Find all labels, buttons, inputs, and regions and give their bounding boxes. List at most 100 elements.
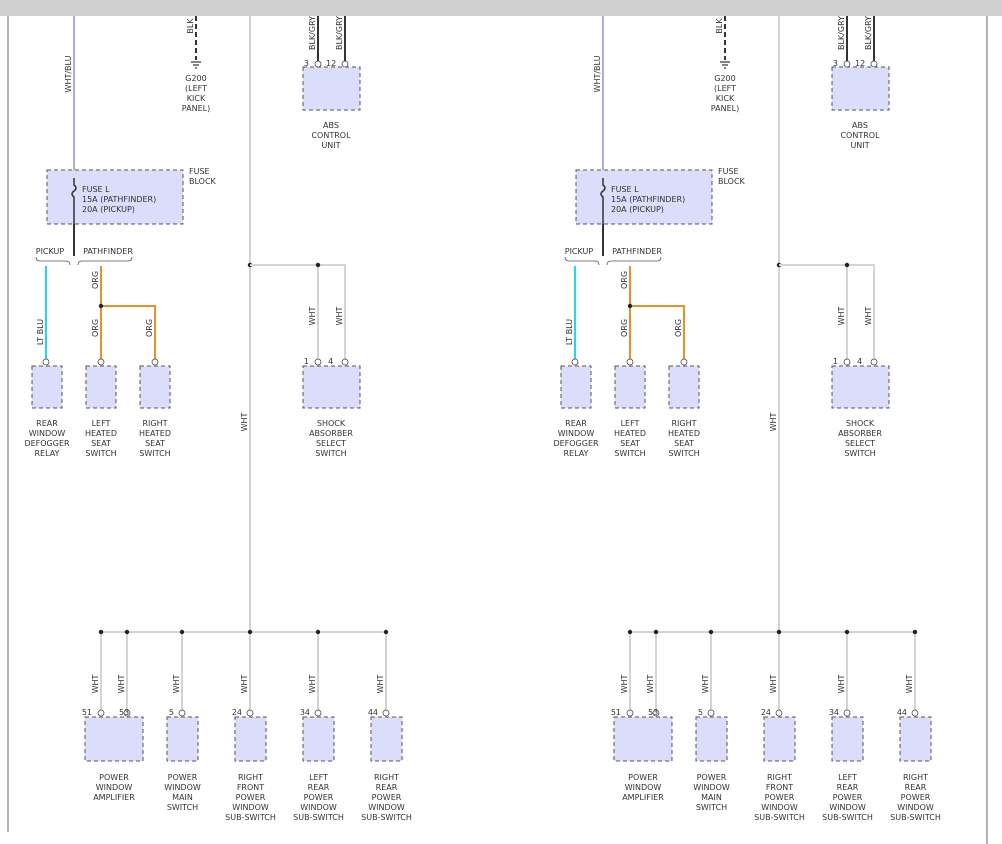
pw-amplifier-label: POWER: [99, 773, 129, 782]
branch-brace: [35, 256, 71, 266]
rr-sub-label: RIGHT: [903, 773, 928, 782]
fuse-rating: 15A (PATHFINDER): [82, 195, 156, 204]
abs-pin-label: 12: [855, 59, 865, 68]
splice-dot: [912, 629, 918, 635]
right-heated-label: SEAT: [674, 439, 694, 448]
abs-control-unit-label: ABS: [852, 121, 868, 130]
rr-sub-label: SUB-SWITCH: [361, 813, 412, 822]
connector-pin: [341, 60, 349, 68]
fuse-block-label: BLOCK: [718, 177, 746, 186]
pw-amplifier-pin-label: 51: [82, 708, 92, 717]
pw-amplifier: [613, 716, 673, 762]
branch-brace: [606, 256, 662, 266]
splice-dot: [776, 629, 782, 635]
rr-sub-label: WINDOW: [897, 803, 934, 812]
lr-sub-label: SUB-SWITCH: [822, 813, 873, 822]
lr-sub-label: POWER: [304, 793, 334, 802]
branch-label-pickup: PICKUP: [36, 247, 65, 256]
splice-dot: [124, 629, 130, 635]
pw-amplifier-pin-label: 53: [648, 708, 658, 717]
rf-sub-label: WINDOW: [232, 803, 269, 812]
pw-amplifier-label: WINDOW: [96, 783, 133, 792]
lr-sub-label: SUB-SWITCH: [293, 813, 344, 822]
ground-name: G200: [185, 74, 206, 83]
left-heated: [85, 365, 117, 409]
wire-label-wht: WHT: [837, 674, 846, 693]
right-heated: [668, 365, 700, 409]
fuse-name: FUSE L: [82, 185, 110, 194]
connector-pin: [652, 709, 660, 717]
abs-pin-label: 3: [833, 59, 838, 68]
connector-pin: [123, 709, 131, 717]
shock-absorber-select-switch: [302, 365, 361, 409]
right-heated-label: SWITCH: [668, 449, 699, 458]
ground-location: PANEL): [182, 104, 210, 113]
shock-absorber-select-switch-label: SWITCH: [844, 449, 875, 458]
connector-pin: [911, 709, 919, 717]
rf-sub-label: POWER: [236, 793, 266, 802]
connector-pin: [626, 709, 634, 717]
wire-label-lt-blu: LT BLU: [565, 319, 574, 345]
connector-pin: [707, 709, 715, 717]
wire-label-org: ORG: [91, 319, 100, 337]
rf-sub-label: WINDOW: [761, 803, 798, 812]
rf-sub: [234, 716, 267, 762]
wire-label-wht-blu: WHT/BLU: [593, 55, 602, 92]
splice-dot: [98, 629, 104, 635]
rf-sub-label: FRONT: [766, 783, 793, 792]
wire-label-wht: WHT: [117, 674, 126, 693]
wire-label-blk-gry: BLK/GRY: [335, 16, 344, 50]
wire-label-wht: WHT: [769, 412, 778, 431]
defogger-label: DEFOGGER: [24, 439, 70, 448]
rf-sub-label: FRONT: [237, 783, 264, 792]
rf-sub-pin-label: 24: [761, 708, 771, 717]
fuse-block: [575, 169, 713, 225]
splice-dot: [315, 262, 321, 268]
wire-label-wht: WHT: [240, 674, 249, 693]
connector-pin: [870, 60, 878, 68]
connector-pin: [178, 709, 186, 717]
defogger-label: WINDOW: [29, 429, 66, 438]
left-heated-label: LEFT: [92, 419, 111, 428]
abs-control-unit: [302, 66, 361, 111]
wire-label-org: ORG: [620, 271, 629, 289]
fuse-symbol: [71, 178, 77, 224]
rr-sub-label: POWER: [901, 793, 931, 802]
connector-pin: [42, 358, 50, 366]
fuse-block-label: FUSE: [189, 167, 210, 176]
branch-label-pathfinder: PATHFINDER: [612, 247, 662, 256]
pw-main-label: MAIN: [172, 793, 193, 802]
rr-sub-label: SUB-SWITCH: [890, 813, 941, 822]
shock-pin-label: 4: [328, 357, 333, 366]
wire-label-org: ORG: [620, 319, 629, 337]
connector-pin: [843, 60, 851, 68]
lr-sub-label: WINDOW: [829, 803, 866, 812]
fuse-symbol: [600, 178, 606, 224]
defogger-label: REAR: [36, 419, 58, 428]
splice-dot: [708, 629, 714, 635]
connector-pin: [843, 709, 851, 717]
wire-org: [630, 305, 685, 362]
shock-pin-label: 4: [857, 357, 862, 366]
rf-sub-label: RIGHT: [767, 773, 792, 782]
fuse-block-label: BLOCK: [189, 177, 217, 186]
shock-pin-label: 1: [833, 357, 838, 366]
fuse-rating: 15A (PATHFINDER): [611, 195, 685, 204]
wire-label-wht: WHT: [864, 306, 873, 325]
connector-pin: [314, 709, 322, 717]
wire-label-blk-gry: BLK/GRY: [837, 16, 846, 50]
lr-sub-label: WINDOW: [300, 803, 337, 812]
wire-label-wht: WHT: [837, 306, 846, 325]
abs-control-unit: [831, 66, 890, 111]
wire-label-lt-blu: LT BLU: [36, 319, 45, 345]
lr-sub-label: REAR: [308, 783, 330, 792]
pw-main-label: SWITCH: [696, 803, 727, 812]
pw-amplifier-label: POWER: [628, 773, 658, 782]
wire-label-org: ORG: [91, 271, 100, 289]
wire-label-wht: WHT: [376, 674, 385, 693]
rr-sub: [899, 716, 932, 762]
shock-absorber-select-switch-label: SWITCH: [315, 449, 346, 458]
pw-main-label: SWITCH: [167, 803, 198, 812]
wire-label-wht-blu: WHT/BLU: [64, 55, 73, 92]
